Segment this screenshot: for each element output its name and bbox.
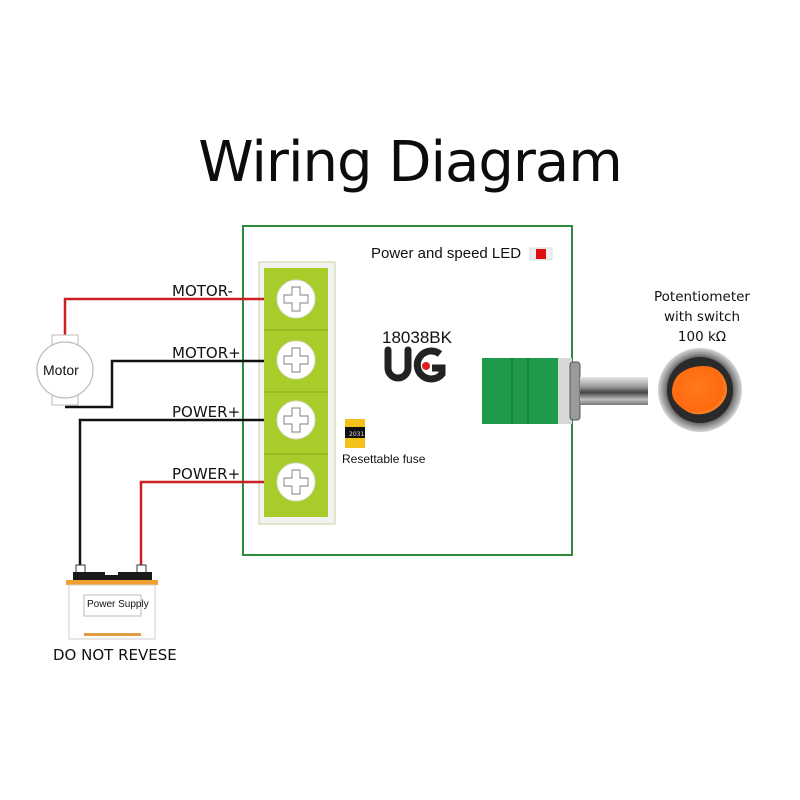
board-model: 18038BK [382, 328, 452, 347]
potentiometer-caption: Potentiometer with switch 100 kΩ [640, 287, 764, 347]
reverse-warning: DO NOT REVESE [53, 646, 177, 664]
terminal-label-motor-plus: MOTOR+ [172, 344, 241, 362]
wire-motor-plus [65, 359, 264, 409]
terminal-label-power-plus-2: POWER+ [172, 465, 241, 483]
ug-logo [384, 346, 446, 383]
terminal-screw-2 [276, 340, 316, 380]
wire-power-pos [139, 480, 264, 572]
terminal-label-power-plus-1: POWER+ [172, 403, 241, 421]
page-title: Wiring Diagram [198, 130, 623, 195]
potentiometer-knob [658, 348, 742, 432]
potentiometer-body [482, 358, 648, 424]
terminal-screw-4 [276, 462, 316, 502]
led-label: Power and speed LED [371, 245, 522, 262]
power-supply-battery [66, 564, 158, 640]
terminal-screw-3 [276, 400, 316, 440]
terminal-screw-1 [276, 279, 316, 319]
fuse-label: Resettable fuse [342, 452, 426, 466]
potentiometer-line3: 100 kΩ [677, 329, 727, 345]
power-supply-label: Power Supply [87, 599, 149, 610]
motor-label: Motor [43, 362, 79, 378]
terminal-label-motor-minus: MOTOR- [172, 282, 233, 300]
potentiometer-line1: Potentiometer [654, 289, 750, 305]
wire-power-neg [78, 418, 264, 572]
potentiometer-line2: with switch [663, 309, 741, 325]
motor [36, 334, 94, 406]
fuse-code: 2031 [349, 431, 365, 438]
wire-motor-minus [63, 297, 264, 337]
power-speed-led [529, 247, 553, 261]
resettable-fuse [345, 419, 365, 448]
